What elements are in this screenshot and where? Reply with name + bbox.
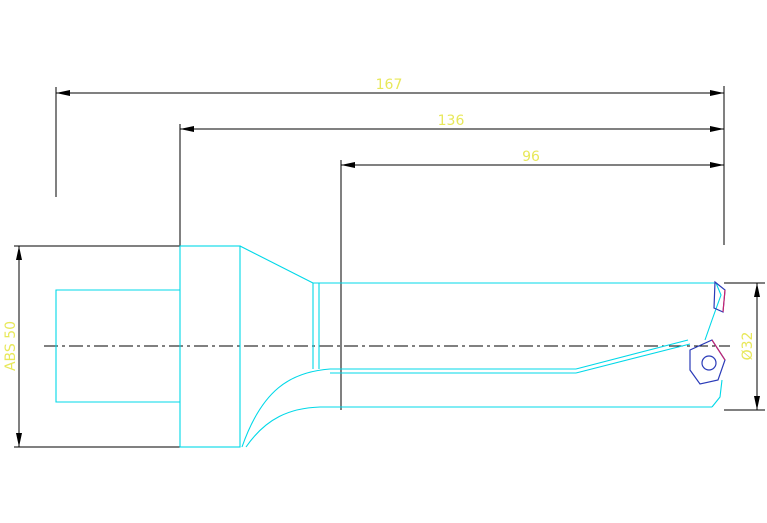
shank-body bbox=[179, 245, 241, 448]
center-insert bbox=[689, 339, 726, 385]
cutting-inserts bbox=[689, 280, 726, 385]
tip-contour-upper bbox=[704, 282, 722, 341]
dim-label-136: 136 bbox=[438, 113, 465, 129]
arrow-left-167 bbox=[56, 90, 70, 96]
outer-insert-edge bbox=[722, 289, 726, 313]
tool-outline bbox=[55, 245, 723, 448]
dim-label-shank: ABS 50 bbox=[3, 321, 19, 371]
taper-bottom-curve bbox=[241, 368, 331, 448]
arrow-right-136 bbox=[710, 126, 724, 132]
taper-bottom-curve-inner bbox=[245, 406, 321, 448]
tip-contour-lower bbox=[711, 379, 723, 408]
dimension-shank: ABS 50 bbox=[3, 245, 180, 448]
dim-label-167: 167 bbox=[376, 77, 403, 93]
arrow-bottom-shank bbox=[16, 433, 22, 447]
center-insert-screw-hole bbox=[701, 355, 717, 371]
arrow-left-136 bbox=[180, 126, 194, 132]
flute-ramp-upper bbox=[575, 339, 689, 370]
arrow-right-167 bbox=[710, 90, 724, 96]
taper-top bbox=[239, 245, 314, 284]
dim-label-diameter: Ø32 bbox=[740, 332, 756, 361]
dimension-shank-to-tip: 136 bbox=[179, 113, 724, 246]
arrow-bottom-diameter bbox=[754, 396, 760, 410]
arrow-top-shank bbox=[16, 246, 22, 260]
dimension-diameter: Ø32 bbox=[724, 282, 765, 411]
arrow-right-96 bbox=[710, 162, 724, 168]
arrow-top-diameter bbox=[754, 283, 760, 297]
dimension-drilling-depth: 96 bbox=[340, 149, 724, 410]
flute-ramp bbox=[575, 343, 691, 374]
abs-connection-stub bbox=[55, 289, 180, 403]
arrow-left-96 bbox=[341, 162, 355, 168]
dim-label-96: 96 bbox=[522, 149, 540, 165]
center-insert-edge bbox=[711, 339, 726, 361]
dimension-overall-length: 167 bbox=[55, 77, 724, 197]
